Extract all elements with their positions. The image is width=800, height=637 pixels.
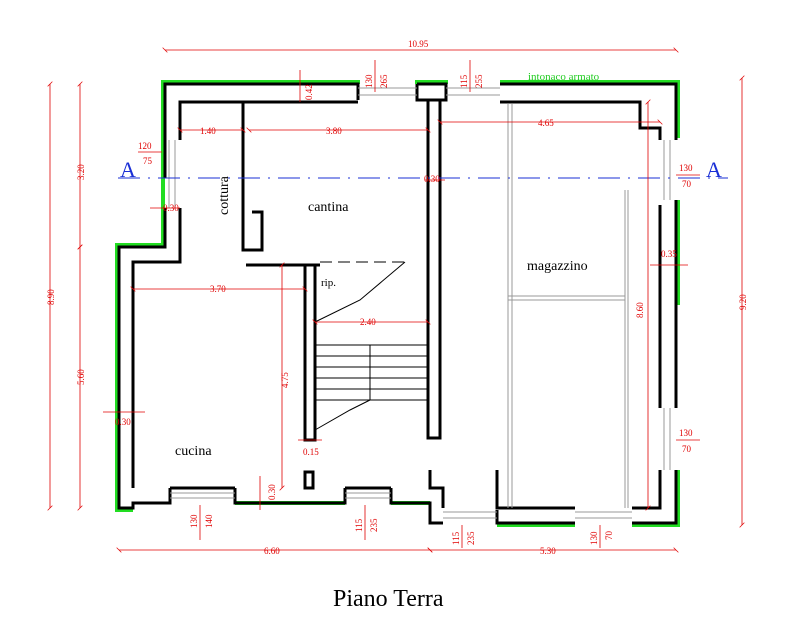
dim-wall-035: 0.35 [661, 249, 677, 259]
dim-wall-030-side: 0.30 [115, 417, 131, 427]
dim-bot-win3-b: 235 [466, 531, 476, 545]
dim-bot-win3-a: 115 [451, 531, 461, 545]
dim-total-width: 10.95 [408, 39, 429, 49]
dim-h320: 3.20 [76, 164, 86, 180]
dim-bot-win1-b: 140 [204, 514, 214, 528]
dim-bot-win2-a: 115 [354, 518, 364, 532]
dim-wall-top: 0.42 [304, 84, 314, 100]
dim-bot-win4-b: 70 [604, 531, 614, 541]
dim-wall-030-left: 0.30 [163, 203, 179, 213]
dim-wall-030-bot: 0.30 [267, 484, 277, 500]
dim-660: 6.60 [264, 546, 280, 556]
dim-right-win2-b: 70 [682, 444, 692, 454]
dim-top-win1-a: 130 [364, 74, 374, 88]
walls [117, 82, 678, 525]
section-marker-left: A [120, 157, 136, 182]
room-labels: cottura cantina magazzino cucina rip. [175, 175, 588, 459]
room-rip: rip. [321, 277, 336, 289]
section-line: A A [118, 157, 728, 182]
section-marker-right: A [706, 157, 722, 182]
room-cantina: cantina [308, 200, 349, 215]
dim-370: 3.70 [210, 284, 226, 294]
dimension-texts: 10.95 1.40 3.80 4.65 120 75 130 70 0.30 … [46, 39, 748, 556]
room-magazzino: magazzino [527, 259, 588, 274]
stairs [314, 261, 428, 431]
dim-top-win2-b: 255 [474, 74, 484, 88]
dim-left-win-b: 75 [143, 156, 153, 166]
dim-140: 1.40 [200, 126, 216, 136]
dim-bot-win4-a: 130 [589, 531, 599, 545]
dimension-lines [50, 50, 742, 550]
dim-860: 8.60 [635, 302, 645, 318]
plaster-note: intonaco armato [528, 71, 600, 83]
dim-380: 3.80 [326, 126, 342, 136]
dim-top-win2-a: 115 [459, 74, 469, 88]
dim-h890: 8.90 [46, 289, 56, 305]
windows [168, 87, 671, 519]
dim-015: 0.15 [303, 447, 319, 457]
plan-title: Piano Terra [333, 586, 444, 612]
room-cucina: cucina [175, 444, 212, 459]
dim-wall-030-mid: 0.30 [424, 174, 440, 184]
dim-475: 4.75 [280, 372, 290, 388]
dim-h560: 5.60 [76, 369, 86, 385]
room-cottura: cottura [217, 175, 232, 215]
dim-left-win-a: 120 [138, 141, 152, 151]
dim-right-win2-a: 130 [679, 428, 693, 438]
dim-bot-win2-b: 235 [369, 518, 379, 532]
dim-465: 4.65 [538, 118, 554, 128]
dim-530: 5.30 [540, 546, 556, 556]
dim-240: 2.40 [360, 317, 376, 327]
dim-h920: 9.20 [738, 294, 748, 310]
dim-bot-win1-a: 130 [189, 514, 199, 528]
dim-right-win1-a: 130 [679, 163, 693, 173]
dim-top-win1-b: 265 [379, 74, 389, 88]
dim-right-win1-b: 70 [682, 179, 692, 189]
